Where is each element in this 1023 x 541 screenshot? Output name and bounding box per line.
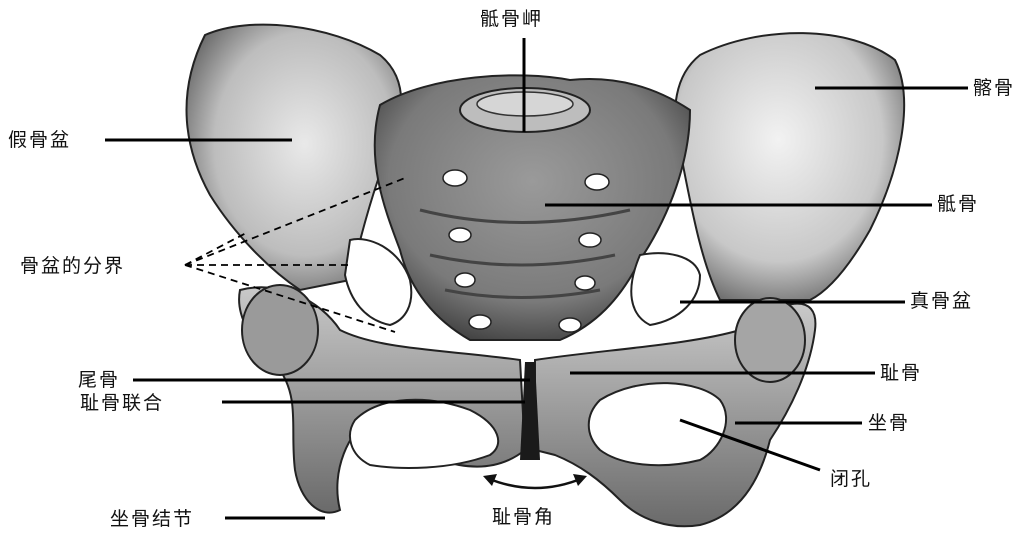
label-pubis: 耻骨 xyxy=(880,362,922,384)
right-ilium-wing xyxy=(675,33,904,300)
label-pubic-symphysis: 耻骨联合 xyxy=(80,392,164,414)
label-pubic-angle: 耻骨角 xyxy=(492,506,555,528)
label-sacral-promontory: 骶骨岬 xyxy=(480,8,543,30)
label-coccyx: 尾骨 xyxy=(78,369,120,391)
label-ischial-tuberosity: 坐骨结节 xyxy=(110,508,194,530)
pubic-angle-arrow xyxy=(487,478,583,488)
right-obturator xyxy=(589,383,726,465)
label-ischium: 坐骨 xyxy=(868,412,910,434)
label-sacrum: 骶骨 xyxy=(937,193,979,215)
right-inlet xyxy=(631,253,700,325)
label-pelvic-boundary: 骨盆的分界 xyxy=(20,255,125,277)
label-false-pelvis: 假骨盆 xyxy=(8,129,71,151)
label-ilium: 髂骨 xyxy=(973,77,1015,99)
label-true-pelvis: 真骨盆 xyxy=(910,290,973,312)
label-obturator-foramen: 闭孔 xyxy=(830,468,872,490)
